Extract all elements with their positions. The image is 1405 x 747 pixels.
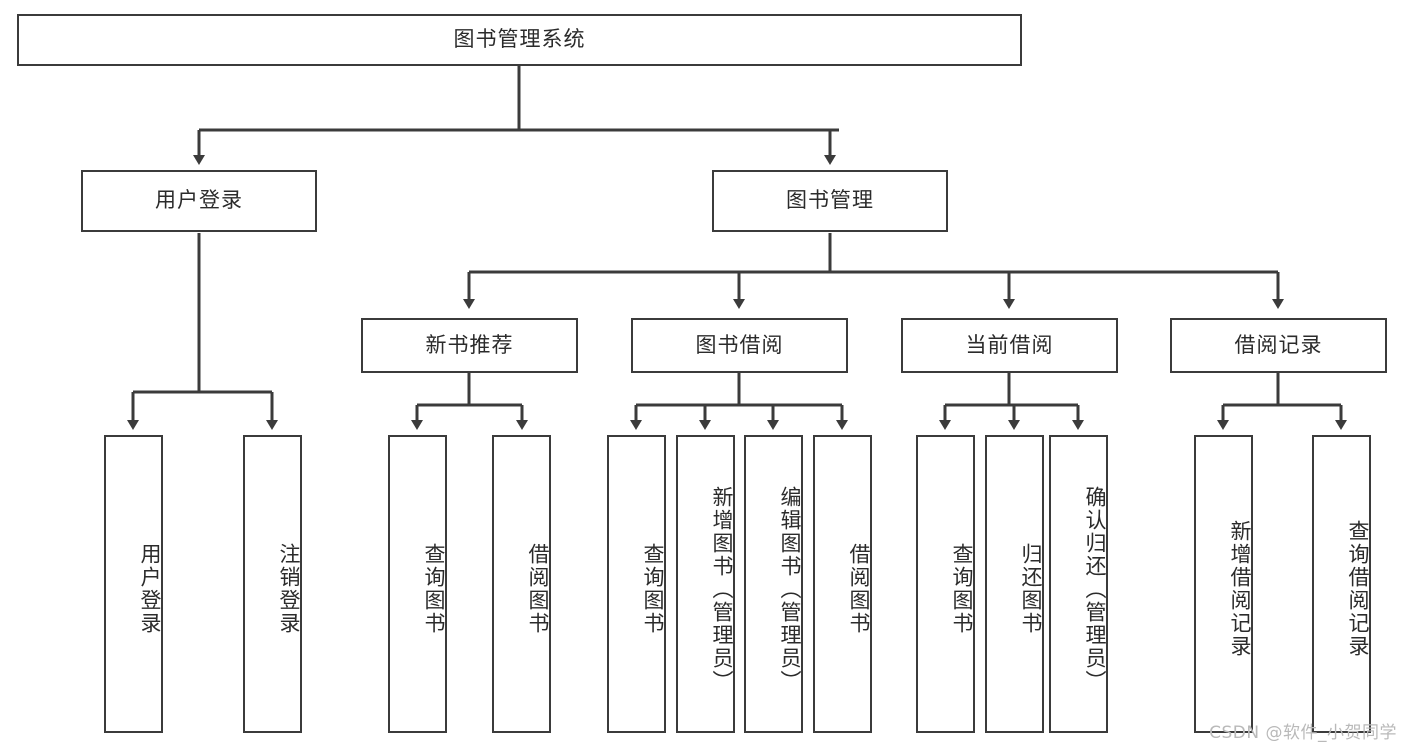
node-book-borrow[interactable]: 图书借阅 bbox=[631, 318, 848, 373]
node-leaf-borrow-query[interactable]: 查询图书 bbox=[607, 435, 666, 733]
node-borrow-records[interactable]: 借阅记录 bbox=[1170, 318, 1387, 373]
node-label: 借阅图书 bbox=[526, 543, 550, 635]
node-leaf-current-query[interactable]: 查询图书 bbox=[916, 435, 975, 733]
node-root-book-management-system[interactable]: 图书管理系统 bbox=[17, 14, 1022, 66]
node-label: 图书管理 bbox=[786, 188, 874, 213]
node-label: 归还图书 bbox=[1019, 543, 1043, 635]
node-new-book-recommend[interactable]: 新书推荐 bbox=[361, 318, 578, 373]
node-leaf-records-add[interactable]: 新增借阅记录 bbox=[1194, 435, 1253, 733]
node-user-login[interactable]: 用户登录 bbox=[81, 170, 317, 232]
node-label: 用户登录 bbox=[155, 188, 243, 213]
node-label: 查询图书 bbox=[422, 543, 446, 635]
node-label: 注销登录 bbox=[277, 543, 301, 635]
node-label: 新书推荐 bbox=[425, 332, 514, 357]
node-label: 图书管理系统 bbox=[453, 27, 586, 52]
node-leaf-borrow-borrow[interactable]: 借阅图书 bbox=[813, 435, 872, 733]
node-label: 当前借阅 bbox=[965, 332, 1054, 357]
node-leaf-current-return[interactable]: 归还图书 bbox=[985, 435, 1044, 733]
node-label: 借阅记录 bbox=[1234, 332, 1323, 357]
node-label: 新增图书（管理员） bbox=[710, 485, 734, 693]
node-leaf-new-books-query[interactable]: 查询图书 bbox=[388, 435, 447, 733]
node-label: 编辑图书（管理员） bbox=[778, 485, 802, 693]
node-label: 图书借阅 bbox=[695, 332, 784, 357]
node-current-borrow[interactable]: 当前借阅 bbox=[901, 318, 1118, 373]
node-leaf-logout[interactable]: 注销登录 bbox=[243, 435, 302, 733]
node-leaf-current-confirm-return[interactable]: 确认归还（管理员） bbox=[1049, 435, 1108, 733]
node-leaf-borrow-add[interactable]: 新增图书（管理员） bbox=[676, 435, 735, 733]
node-label: 借阅图书 bbox=[847, 543, 871, 635]
node-label: 查询借阅记录 bbox=[1346, 520, 1370, 658]
node-leaf-user-login[interactable]: 用户登录 bbox=[104, 435, 163, 733]
node-label: 查询图书 bbox=[950, 543, 974, 635]
node-label: 用户登录 bbox=[138, 543, 162, 635]
node-label: 确认归还（管理员） bbox=[1083, 485, 1107, 693]
node-leaf-borrow-edit[interactable]: 编辑图书（管理员） bbox=[744, 435, 803, 733]
node-leaf-records-query[interactable]: 查询借阅记录 bbox=[1312, 435, 1371, 733]
node-label: 新增借阅记录 bbox=[1228, 520, 1252, 658]
node-book-management[interactable]: 图书管理 bbox=[712, 170, 948, 232]
node-leaf-new-books-borrow[interactable]: 借阅图书 bbox=[492, 435, 551, 733]
node-label: 查询图书 bbox=[641, 543, 665, 635]
